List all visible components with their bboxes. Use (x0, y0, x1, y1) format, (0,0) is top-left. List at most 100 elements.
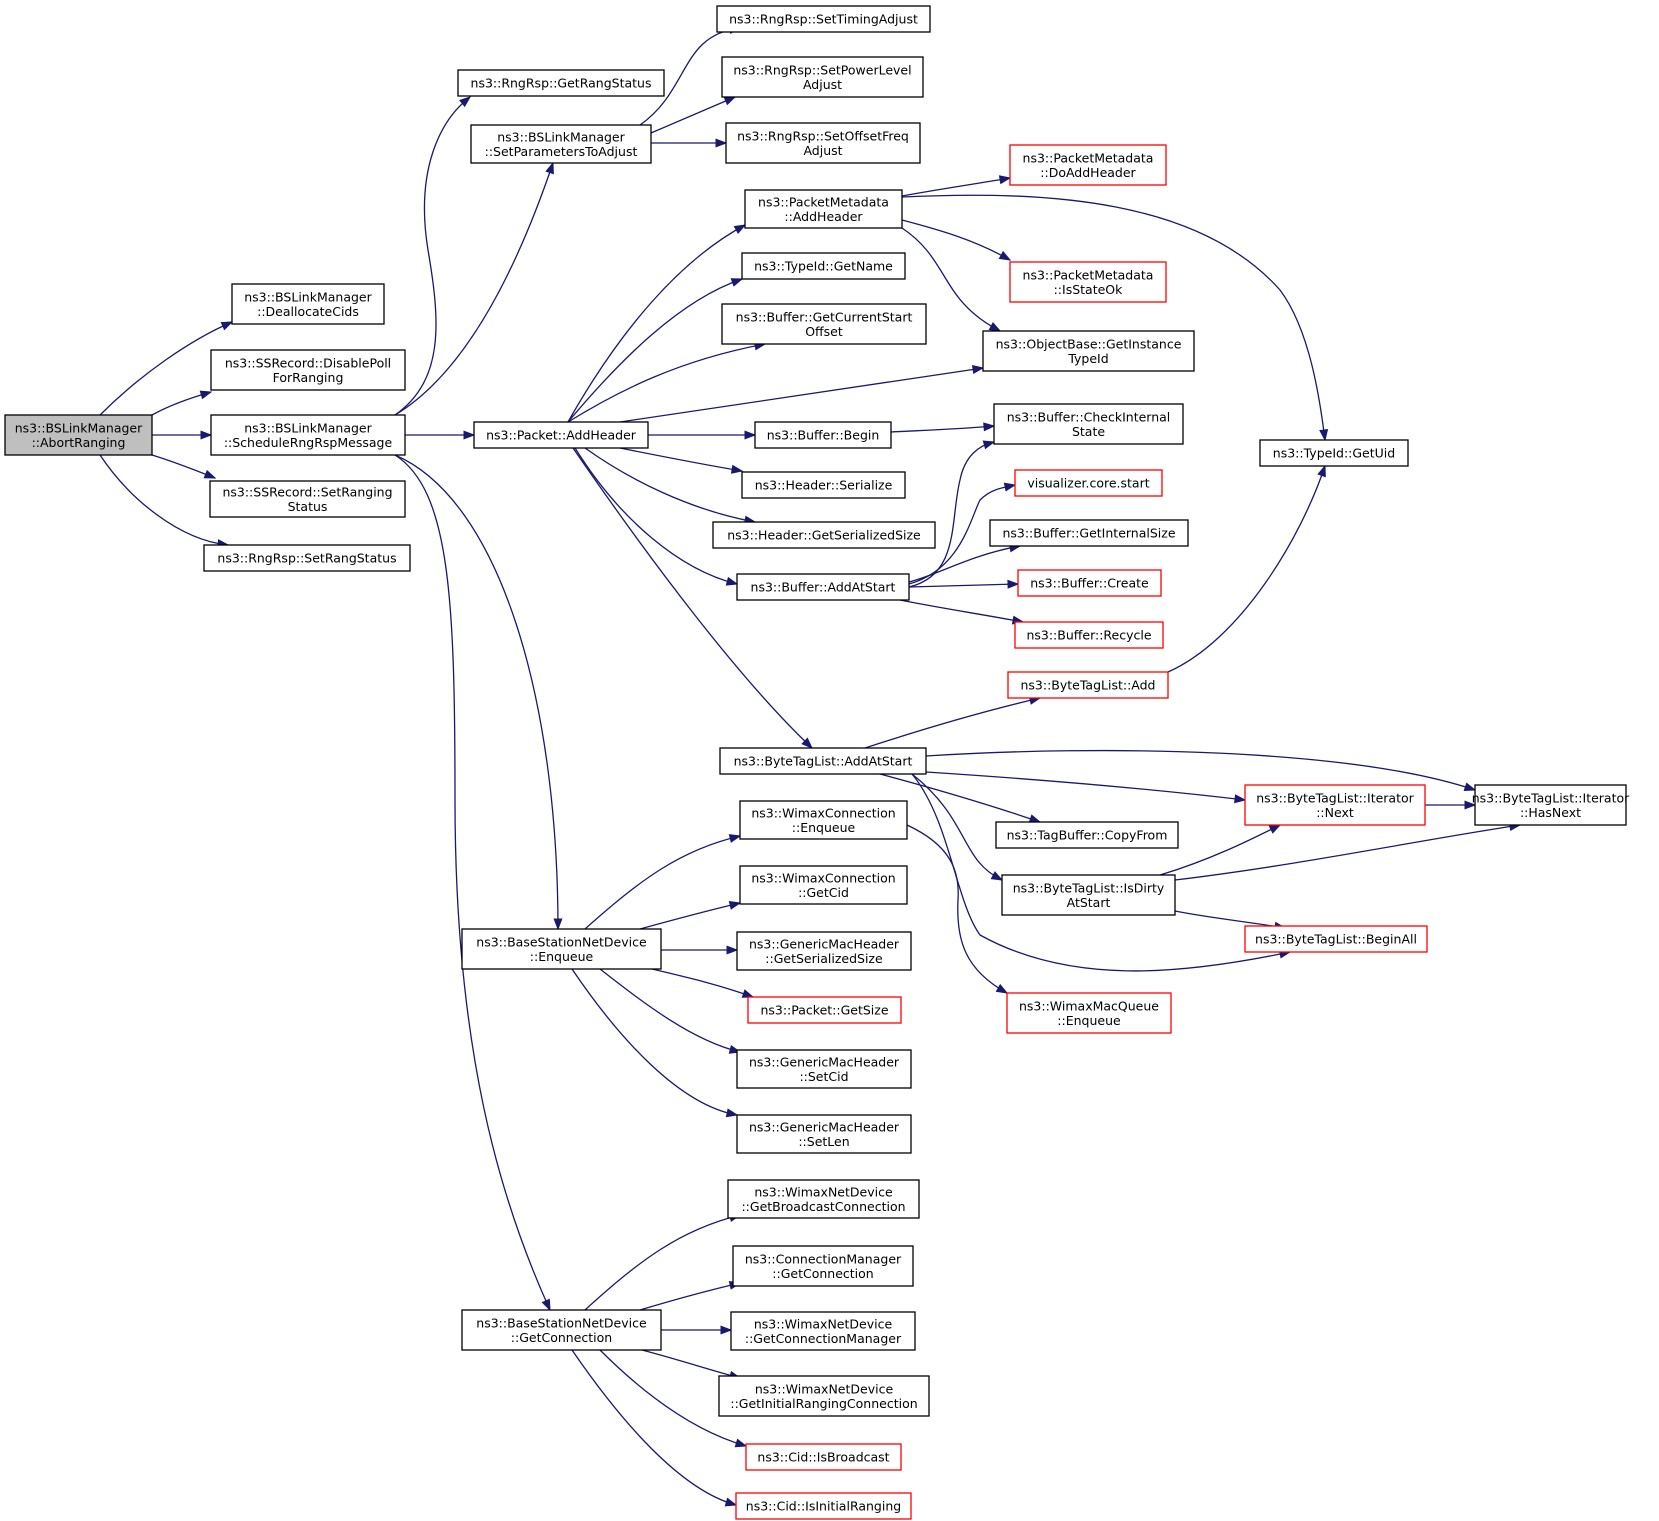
node-visualizer-core-start[interactable]: visualizer.core.start (1014, 469, 1163, 497)
node-rngrsp-setrangstatus[interactable]: ns3::RngRsp::SetRangStatus (203, 544, 411, 572)
edge-n10-to-n24 (639, 901, 742, 930)
node-packetmetadata-addheader[interactable]: ns3::PacketMetadata::AddHeader (744, 189, 903, 229)
node-label: ns3::BSLinkManager (497, 129, 625, 144)
node-bytetaglist-add[interactable]: ns3::ByteTagList::Add (1007, 671, 1169, 699)
node-box (721, 56, 924, 98)
node-label: visualizer.core.start (1027, 476, 1149, 491)
edge-n9-to-n18 (648, 430, 757, 440)
node-bytetaglist-iterator-hasnext[interactable]: ns3::ByteTagList::Iterator::HasNext (1472, 784, 1630, 826)
node-label: ns3::Cid::IsInitialRanging (746, 1499, 901, 1514)
node-buffer-addatstart[interactable]: ns3::Buffer::AddAtStart (736, 573, 910, 601)
arrowhead (203, 469, 217, 479)
node-rngrsp-settimingadjust[interactable]: ns3::RngRsp::SetTimingAdjust (716, 5, 931, 33)
node-box (754, 421, 892, 449)
node-label: ns3::Buffer::GetCurrentStart (736, 309, 913, 324)
arrowhead (728, 901, 742, 910)
node-box (745, 1443, 902, 1471)
node-header-serialize[interactable]: ns3::Header::Serialize (741, 471, 906, 499)
node-cid-isbroadcast[interactable]: ns3::Cid::IsBroadcast (745, 1443, 902, 1471)
node-connectionmanager-getconnection[interactable]: ns3::ConnectionManager::GetConnection (732, 1245, 914, 1287)
edge-n21-to-n41 (908, 579, 1020, 589)
arrowhead (1234, 794, 1247, 804)
node-box (725, 122, 921, 164)
node-bytetaglist-iterator-next[interactable]: ns3::ByteTagList::Iterator::Next (1244, 784, 1426, 826)
edge-line (901, 177, 1011, 197)
edge-n9-to-n17 (567, 341, 767, 423)
node-buffer-getinternalsize[interactable]: ns3::Buffer::GetInternalSize (989, 519, 1189, 547)
node-wimaxnetdevice-getbroadcastconnection[interactable]: ns3::WimaxNetDevice::GetBroadcastConnect… (727, 1179, 920, 1219)
edge-n11-to-n29 (584, 1213, 742, 1311)
node-label: ns3::GenericMacHeader (749, 936, 900, 951)
arrowhead (725, 1108, 739, 1118)
node-bslinkmanager-schedulerngrspmessage[interactable]: ns3::BSLinkManager::ScheduleRngRspMessag… (210, 414, 406, 456)
node-box (982, 330, 1195, 372)
node-rngrsp-getrangstatus[interactable]: ns3::RngRsp::GetRangStatus (457, 69, 665, 97)
edge-n23-to-n50 (906, 824, 1009, 994)
node-basestationnetdevice-getconnection[interactable]: ns3::BaseStationNetDevice::GetConnection (461, 1309, 662, 1351)
node-bslinkmanager-deallocatecids[interactable]: ns3::BSLinkManager::DeallocateCids (231, 283, 385, 325)
node-tagbuffer-copyfrom[interactable]: ns3::TagBuffer::CopyFrom (995, 821, 1179, 849)
node-bslinkmanager-abortranging[interactable]: ns3::BSLinkManager::AbortRanging (4, 414, 153, 456)
node-packet-addheader[interactable]: ns3::Packet::AddHeader (473, 421, 649, 449)
node-genericmacheader-setlen[interactable]: ns3::GenericMacHeader::SetLen (736, 1114, 912, 1154)
node-wimaxnetdevice-getinitialrangingconnection[interactable]: ns3::WimaxNetDevice::GetInitialRangingCo… (718, 1375, 930, 1417)
edge-n22-to-n48 (911, 773, 1004, 881)
edge-line (890, 425, 995, 433)
node-wimaxmacqueue-enqueue[interactable]: ns3::WimaxMacQueue::Enqueue (1006, 992, 1172, 1034)
node-wimaxconnection-getcid[interactable]: ns3::WimaxConnection::GetCid (739, 865, 908, 905)
edge-line (567, 278, 743, 423)
arrowhead (724, 1497, 738, 1507)
node-buffer-recycle[interactable]: ns3::Buffer::Recycle (1014, 621, 1164, 649)
node-buffer-begin[interactable]: ns3::Buffer::Begin (754, 421, 892, 449)
arrowhead (801, 737, 814, 749)
node-label: ns3::BSLinkManager (244, 289, 372, 304)
node-bytetaglist-beginall[interactable]: ns3::ByteTagList::BeginAll (1244, 925, 1428, 953)
node-typeid-getname[interactable]: ns3::TypeId::GetName (741, 252, 906, 280)
edge-line (925, 749, 1476, 791)
node-label: ForRanging (273, 370, 344, 385)
node-genericmacheader-getserializedsize[interactable]: ns3::GenericMacHeader::GetSerializedSize (736, 931, 912, 971)
node-buffer-create[interactable]: ns3::Buffer::Create (1017, 569, 1162, 597)
arrowhead (988, 322, 1002, 332)
node-label: ns3::BaseStationNetDevice (476, 934, 647, 949)
edge-line (908, 441, 995, 588)
node-label: ns3::Buffer::CheckInternal (1007, 409, 1171, 424)
node-box (473, 421, 649, 449)
edge-n21-to-n42 (899, 599, 1025, 625)
edge-n9-to-n16 (567, 278, 744, 423)
node-cid-isinitialranging[interactable]: ns3::Cid::IsInitialRanging (735, 1492, 912, 1520)
edge-n10-to-n27 (599, 968, 742, 1054)
edge-n1-to-n4 (152, 430, 213, 440)
node-wimaxconnection-enqueue[interactable]: ns3::WimaxConnection::Enqueue (739, 800, 908, 840)
arrowhead (995, 983, 1009, 994)
edge-line (567, 224, 746, 423)
node-box (736, 1114, 912, 1154)
node-label: ns3::PacketMetadata (758, 194, 889, 209)
node-bytetaglist-addatstart[interactable]: ns3::ByteTagList::AddAtStart (719, 747, 927, 775)
node-wimaxnetdevice-getconnectionmanager[interactable]: ns3::WimaxNetDevice::GetConnectionManage… (730, 1311, 916, 1351)
node-packetmetadata-isstateok[interactable]: ns3::PacketMetadata::IsStateOk (1009, 261, 1167, 303)
node-header-getserializedsize[interactable]: ns3::Header::GetSerializedSize (712, 521, 936, 549)
node-label: ::DeallocateCids (257, 304, 359, 319)
node-basestationnetdevice-enqueue[interactable]: ns3::BaseStationNetDevice::Enqueue (461, 928, 662, 970)
edge-n4-to-n11 (394, 454, 551, 1312)
node-box (727, 1179, 920, 1219)
edge-n22-to-n45 (925, 771, 1247, 804)
node-genericmacheader-setcid[interactable]: ns3::GenericMacHeader::SetCid (736, 1049, 912, 1089)
node-bslinkmanager-setparameterstoadjust[interactable]: ns3::BSLinkManager::SetParametersToAdjus… (470, 124, 652, 164)
node-typeid-getuid[interactable]: ns3::TypeId::GetUid (1259, 439, 1409, 467)
edge-line (899, 599, 1024, 623)
node-label: ::Next (1316, 805, 1354, 820)
node-packet-getsize[interactable]: ns3::Packet::GetSize (747, 996, 902, 1024)
arrowhead (998, 250, 1012, 261)
node-packetmetadata-doaddheader[interactable]: ns3::PacketMetadata::DoAddHeader (1009, 144, 1167, 186)
node-box (736, 931, 912, 971)
